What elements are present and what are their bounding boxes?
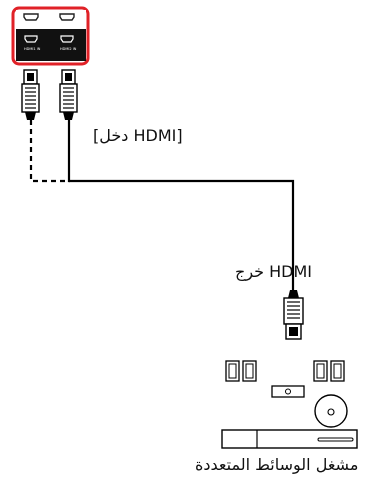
hdmi-port-icon (59, 13, 75, 21)
speaker-icon (225, 360, 240, 382)
port-label-2: HDMI2 IN (60, 47, 77, 51)
speaker-icon (313, 360, 328, 382)
hdmi-connector-icon (59, 69, 78, 120)
dashed-cable (29, 120, 70, 183)
port-label-1: HDMI1 IN (24, 47, 41, 51)
media-player-label: مشغل الوسائط المتعددة (195, 455, 359, 474)
hdmi-port-icon (24, 35, 38, 43)
center-speaker-icon (271, 385, 305, 398)
hdmi-in-label: [دخل HDMI] (93, 126, 183, 145)
hdmi-out-label: خرج HDMI (235, 262, 313, 281)
hdmi-port-icon (23, 13, 39, 21)
disc-icon (314, 394, 348, 428)
hdmi-connector-icon (21, 69, 40, 120)
port-panel (16, 29, 86, 61)
display-panel: HDMI1 IN HDMI2 IN (11, 6, 90, 66)
hdmi-cable (67, 120, 295, 290)
hdmi-connector-icon (283, 290, 304, 340)
speaker-icon (330, 360, 345, 382)
speaker-icon (242, 360, 257, 382)
hdmi-port-icon (60, 35, 74, 43)
media-player-icon (221, 429, 358, 449)
